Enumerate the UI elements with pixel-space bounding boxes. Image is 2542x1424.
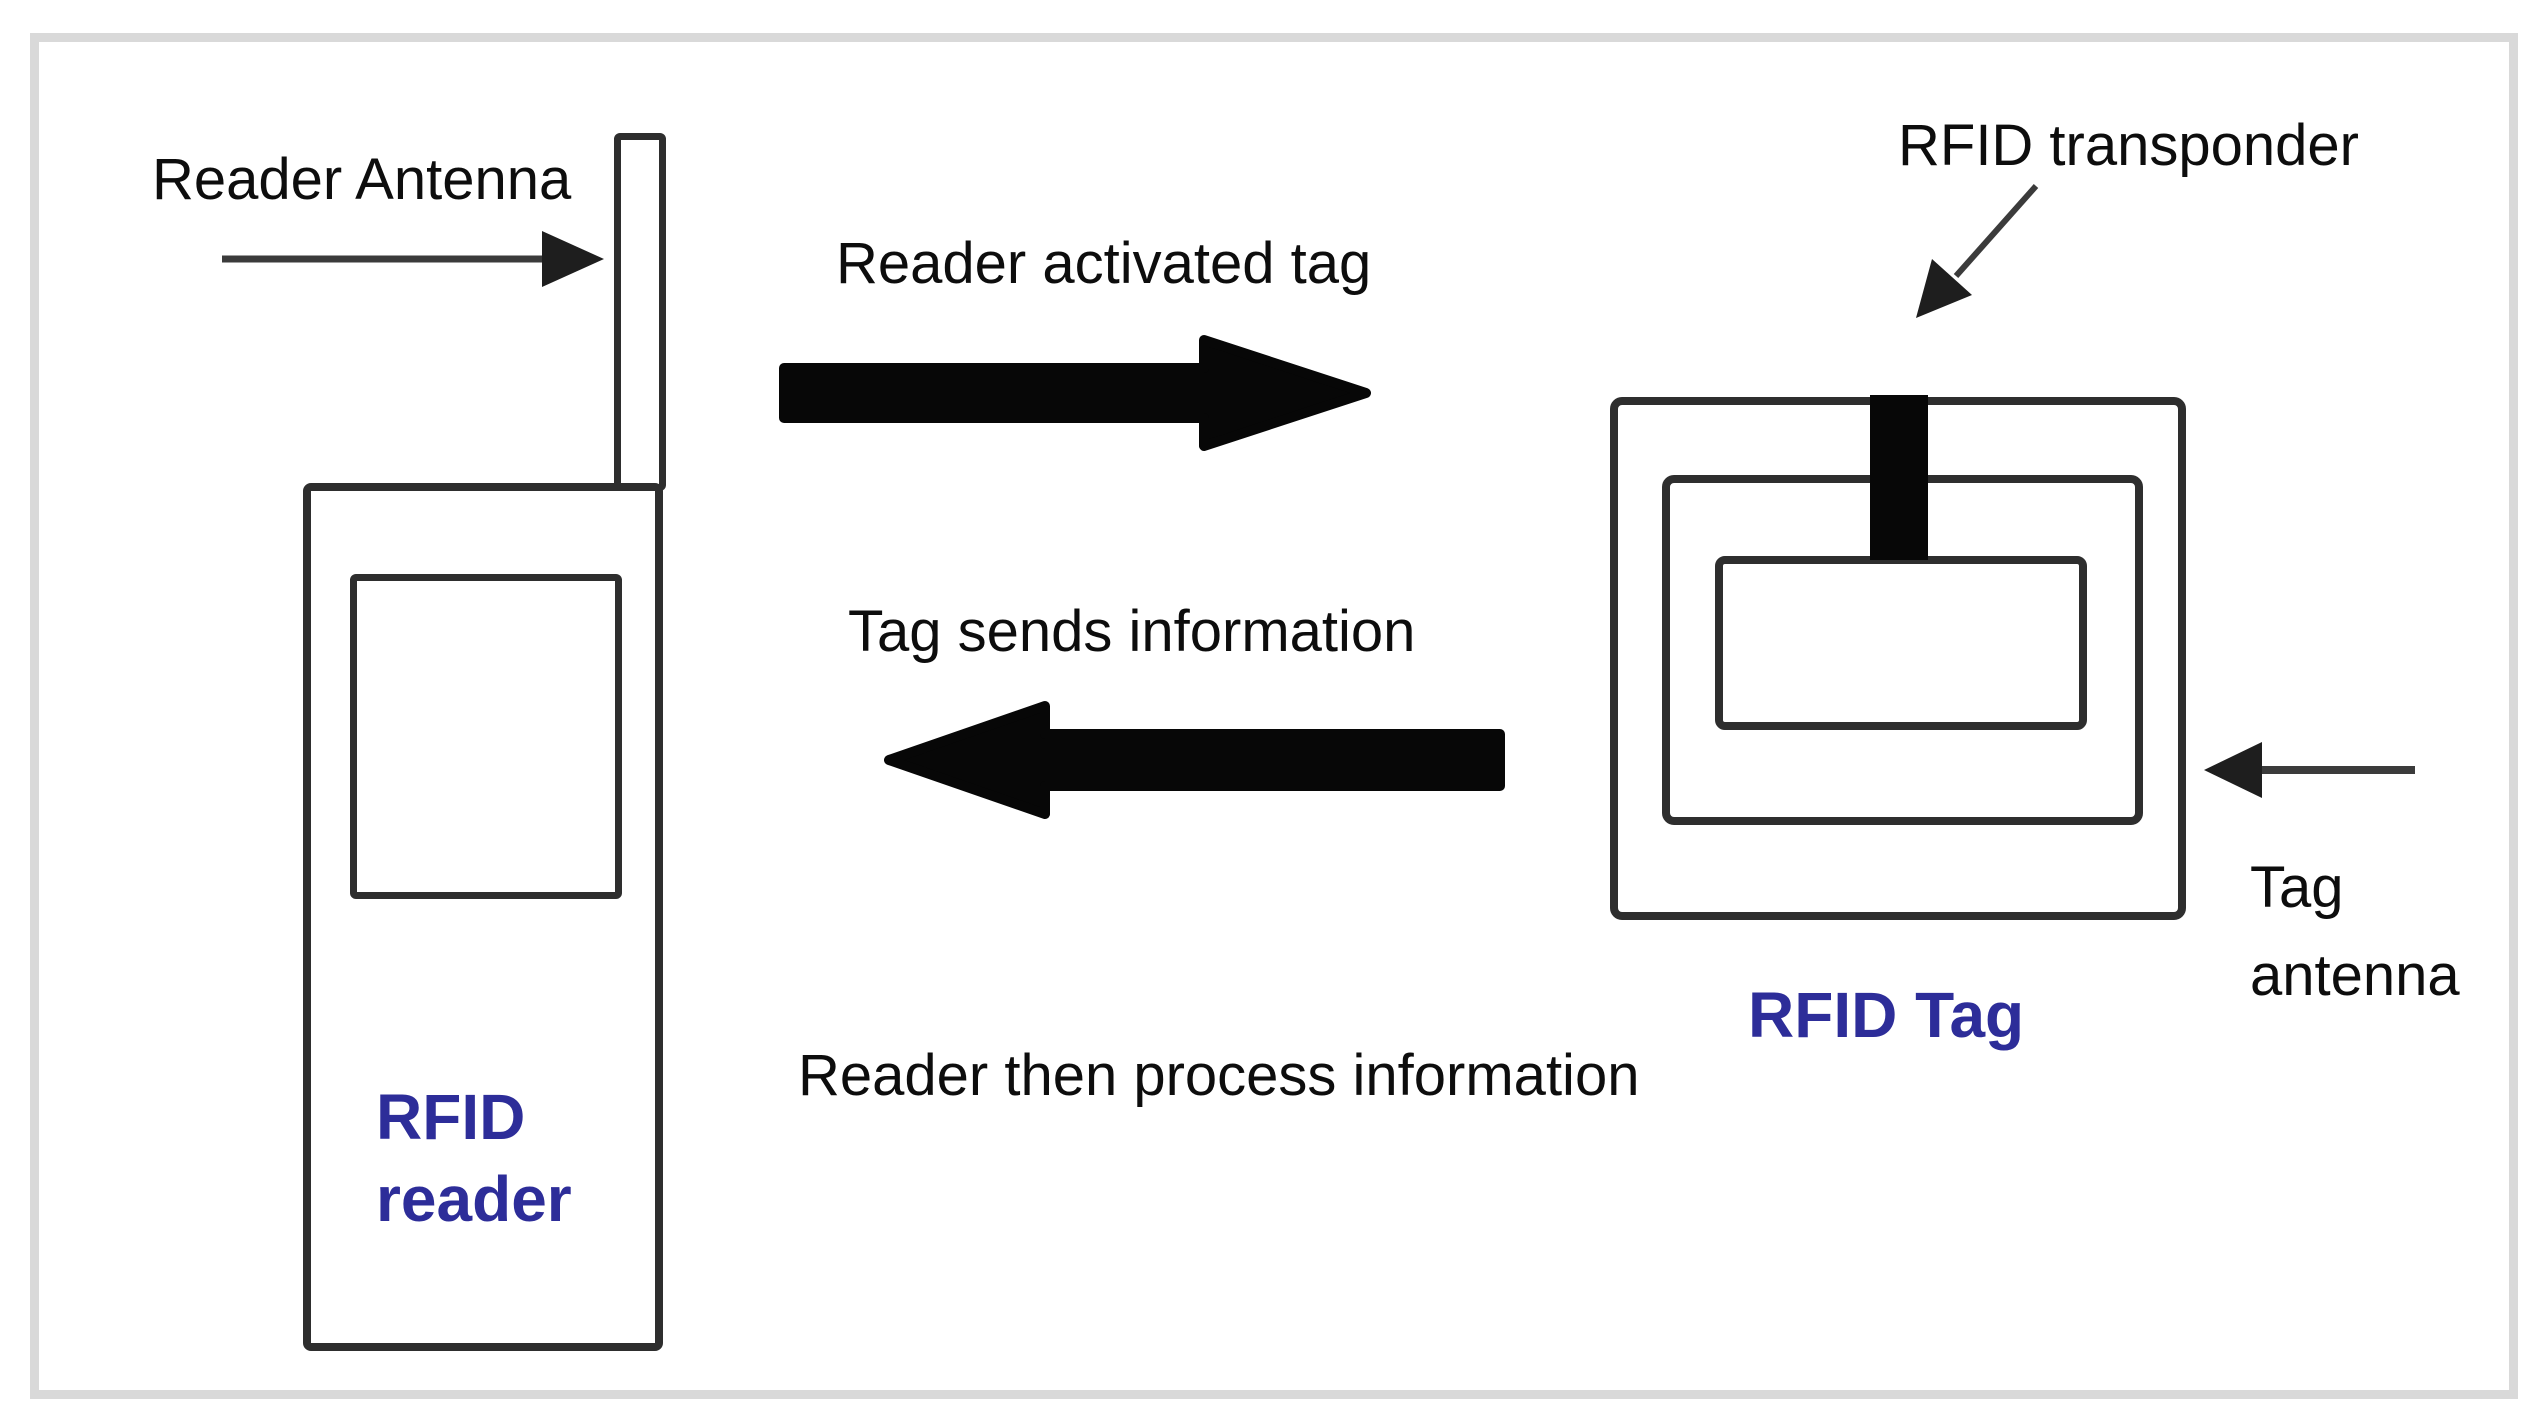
reader-antenna-pointer-arrow — [222, 231, 604, 287]
reader-antenna-label: Reader Antenna — [152, 147, 572, 212]
rfid-transponder-label: RFID transponder — [1898, 113, 2359, 178]
tag-to-reader-arrow — [884, 701, 1505, 819]
diagram-frame — [30, 33, 2518, 1399]
rfid-reader-label: RFID reader — [376, 1081, 572, 1235]
rfid-reader-body — [303, 483, 663, 1351]
tag-sends-information-label: Tag sends information — [848, 599, 1416, 664]
tag-antenna-pointer-arrow — [2204, 742, 2415, 798]
tag-antenna-label: Tag antenna — [2250, 855, 2460, 1008]
rfid-reader-screen — [350, 574, 622, 899]
reader-process-information-label: Reader then process information — [798, 1043, 1640, 1108]
reader-activated-tag-label: Reader activated tag — [836, 231, 1372, 296]
transponder-pointer-arrow — [1916, 184, 2039, 318]
rfid-transponder-bar — [1870, 395, 1928, 560]
rfid-tag-label: RFID Tag — [1748, 979, 2025, 1051]
rfid-tag-chip — [1715, 556, 2087, 730]
reader-to-tag-arrow — [779, 335, 1371, 451]
